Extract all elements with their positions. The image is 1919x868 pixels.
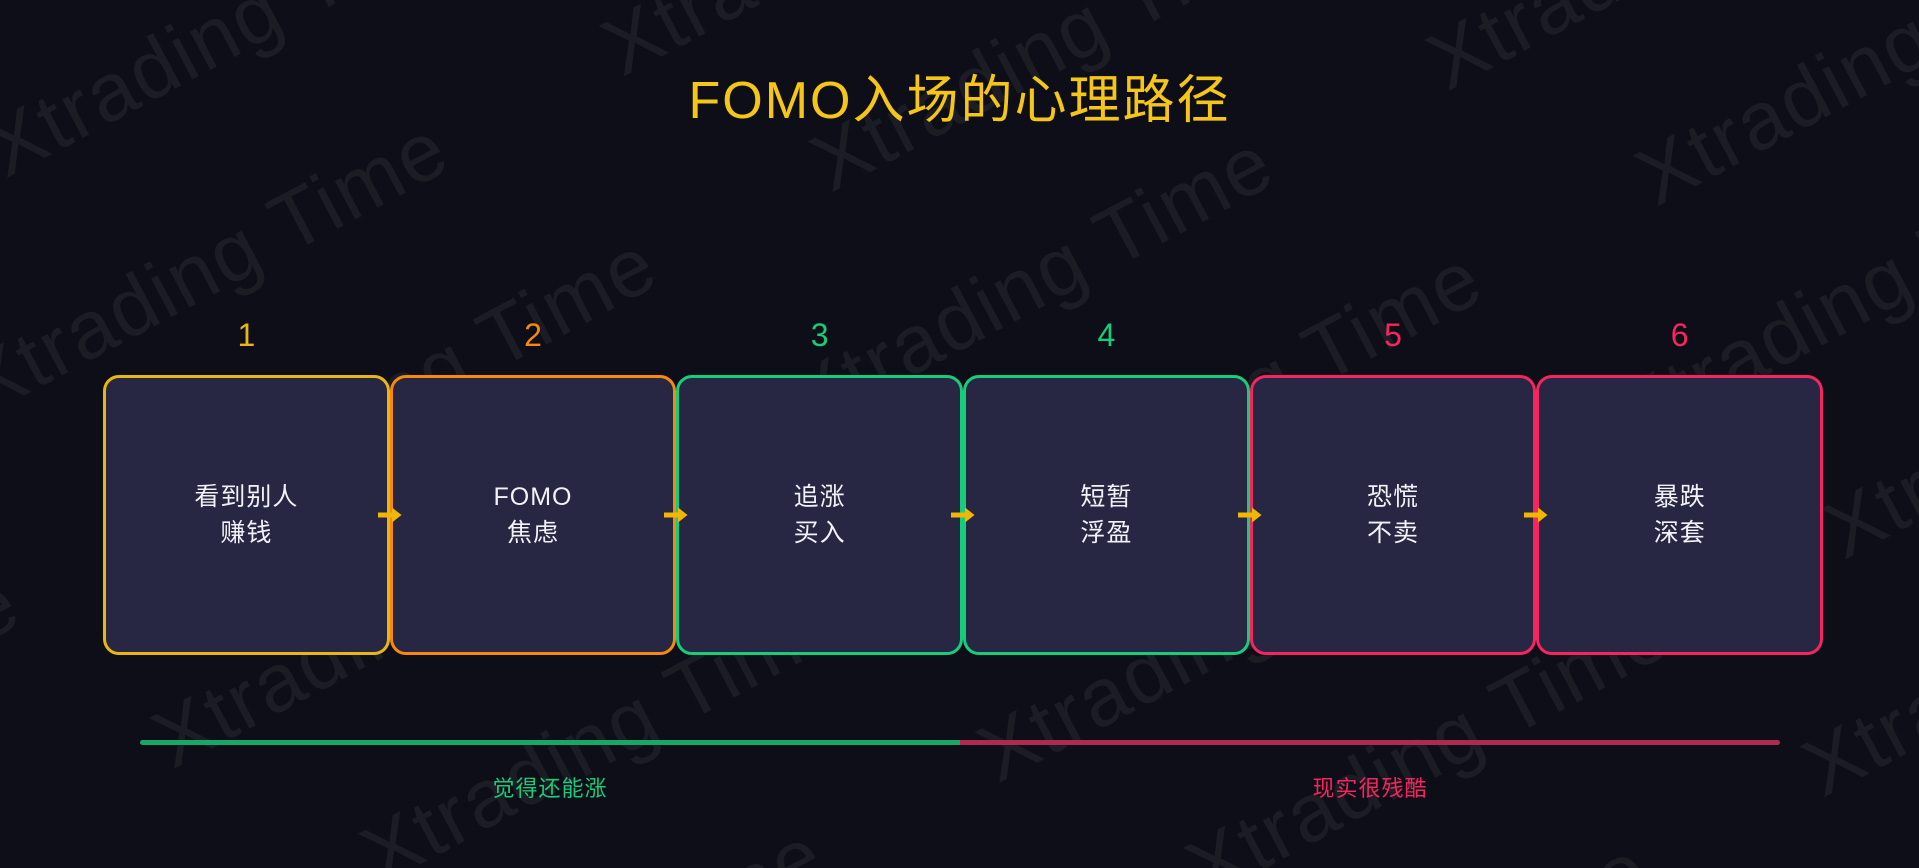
step-label: FOMO 焦虑: [493, 482, 573, 547]
flow-step-2[interactable]: 2 FOMO 焦虑: [389, 319, 688, 655]
step-box: [389, 375, 677, 655]
flow-step-4[interactable]: 4 短暂 浮盈: [963, 319, 1262, 655]
phase-summary: 觉得还能涨 现实很残酷: [140, 740, 1780, 803]
step-number: 4: [1097, 317, 1116, 353]
flow-step-3[interactable]: 3 追涨 买入: [676, 319, 975, 655]
phase-segment-optimism: [140, 740, 960, 745]
step-label: 看到别人 赚钱: [194, 482, 299, 547]
page-title: FOMO入场的心理路径: [688, 72, 1231, 130]
step-number: 3: [810, 317, 829, 353]
watermark-text: Xtrading Time: [327, 808, 839, 868]
flow-step-6[interactable]: 6 暴跌 深套: [1536, 319, 1824, 655]
watermark-text: Xtrading Time: [0, 794, 14, 868]
phase-label-reality: 现实很残酷: [1312, 776, 1428, 801]
phase-labels: 觉得还能涨 现实很残酷: [140, 771, 1780, 803]
step-number: 6: [1670, 317, 1689, 353]
phase-label-optimism: 觉得还能涨: [492, 776, 608, 801]
step-label: 追涨 买入: [793, 482, 846, 547]
phase-progress-bar: [140, 740, 1780, 745]
step-label: 暴跌 深套: [1653, 482, 1706, 547]
step-number: 2: [524, 317, 542, 353]
flow-step-1[interactable]: 1 看到别人 赚钱: [103, 319, 402, 655]
step-box: [676, 375, 964, 655]
step-label: 短暂 浮盈: [1080, 482, 1133, 547]
watermark-text: Xtrading Time: [1810, 246, 1919, 577]
flow-step-5[interactable]: 5 恐慌 不卖: [1249, 319, 1548, 655]
step-number: 5: [1384, 317, 1402, 353]
watermark-text: Xtrading Time: [1152, 823, 1664, 868]
phase-segment-reality: [960, 740, 1780, 745]
step-label: 恐慌 不卖: [1367, 482, 1420, 547]
step-box: [1536, 375, 1824, 655]
step-box: [103, 375, 390, 655]
flow-steps-container: 1 看到别人 赚钱 2 FOMO 焦虑 3 追涨 买入 4 短暂 浮盈: [103, 319, 1824, 655]
watermark-text: Xtrading Time: [0, 556, 35, 868]
step-number: 1: [237, 317, 256, 353]
